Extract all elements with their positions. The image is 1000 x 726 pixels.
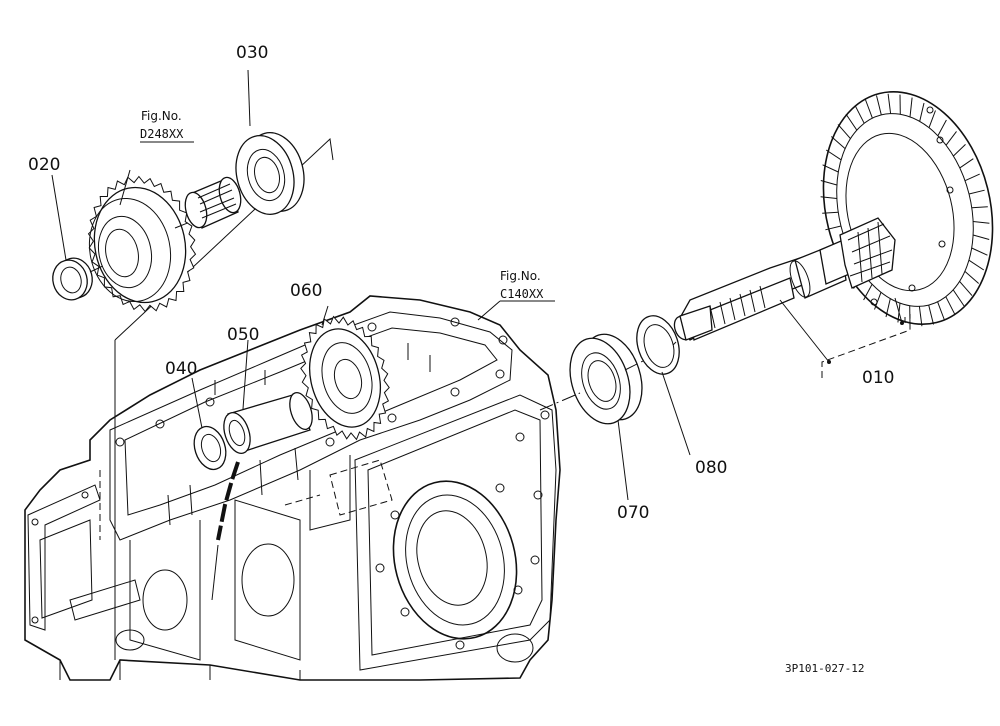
- ring-gear-tooth: [863, 284, 873, 301]
- ring-gear-tooth: [830, 136, 846, 149]
- ring-gear-tooth: [825, 225, 842, 231]
- ring-gear-tooth: [973, 221, 990, 224]
- ring-gear-tooth: [937, 301, 946, 321]
- bevel-gear-assembly: [673, 90, 994, 378]
- ring-gear-tooth: [959, 281, 973, 296]
- sleeve-050: [223, 339, 313, 454]
- ring-gear-tooth: [968, 189, 985, 195]
- ring-gear-tooth: [854, 105, 865, 124]
- ring-gear-tooth: [874, 292, 882, 310]
- ring-gear-tooth: [952, 289, 965, 307]
- ring-gear-tooth: [918, 306, 923, 327]
- ring-gear-tooth: [964, 271, 980, 284]
- ring-gear-tooth: [919, 102, 925, 122]
- ring-gear-tooth: [885, 298, 891, 318]
- ring-gear-tooth: [820, 180, 838, 186]
- ring-gear-tooth: [968, 259, 985, 271]
- ring-gear-tooth: [972, 234, 990, 240]
- transmission-case: [24, 295, 561, 681]
- part-030-label: 030: [236, 43, 268, 63]
- ring-gear-tooth: [820, 196, 837, 199]
- fig-ref-d248-number: D248XX: [140, 127, 184, 141]
- part-050-label: 050: [227, 325, 259, 345]
- part-010-label: 010: [862, 368, 894, 388]
- fig-ref-d248-label: Fig.No.: [141, 109, 182, 123]
- ring-gear-tooth: [864, 99, 873, 119]
- ring-gear-tooth: [876, 95, 882, 116]
- ring-gear-tooth: [822, 211, 839, 214]
- ring-gear-tooth: [887, 93, 892, 114]
- ring-gear-tooth: [937, 119, 947, 136]
- bearing-070: [569, 333, 643, 501]
- part-020-label: 020: [28, 155, 60, 175]
- part-040-label: 040: [165, 359, 197, 379]
- gear-060: [300, 305, 390, 441]
- ring-gear-tooth: [837, 124, 851, 139]
- ring-gear-tooth: [928, 304, 934, 325]
- fig-ref-c140-number: C140XX: [500, 287, 544, 301]
- upper-gear-assembly: [51, 69, 334, 660]
- ring-gear-tooth: [822, 164, 839, 173]
- ring-gear-tooth: [909, 97, 913, 117]
- fig-ref-c140-label: Fig.No.: [500, 269, 541, 283]
- part-070-label: 070: [617, 503, 649, 523]
- ring-gear-tooth: [825, 149, 842, 161]
- ring-gear-tooth: [959, 158, 974, 169]
- ring-gear-tooth: [928, 110, 936, 128]
- ring-gear-tooth: [845, 113, 858, 131]
- document-id: 3P101-027-12: [785, 662, 864, 675]
- washer-080: [636, 315, 691, 456]
- part-060-label: 060: [290, 281, 322, 301]
- part-080-label: 080: [695, 458, 727, 478]
- ring-gear-tooth: [964, 173, 980, 182]
- ring-gear-tooth: [953, 144, 966, 157]
- ring-gear-tooth: [971, 247, 988, 256]
- washer-040: [191, 377, 227, 471]
- ring-gear-tooth: [971, 206, 988, 209]
- ring-gear-tooth: [945, 131, 957, 146]
- ring-gear-tooth: [945, 296, 956, 315]
